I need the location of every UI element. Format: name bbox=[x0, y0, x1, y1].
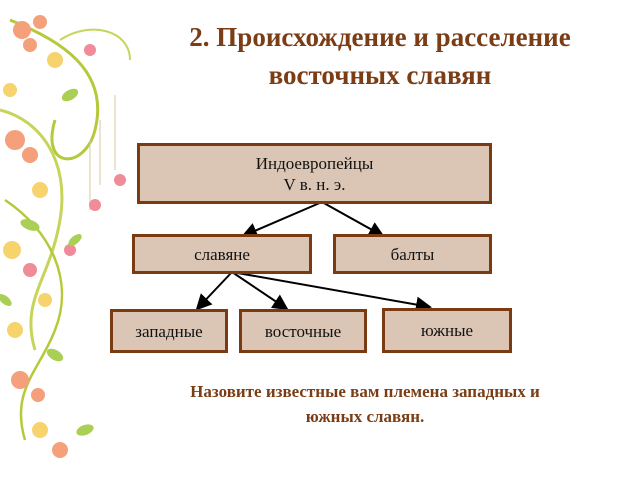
floral-decoration bbox=[0, 15, 131, 458]
node-indo-europeans: Индоевропейцы V в. н. э. bbox=[137, 143, 492, 204]
arrow-root-to-balts bbox=[321, 201, 385, 237]
node-eastern-slavs: восточные bbox=[239, 309, 367, 353]
node-slavs: славяне bbox=[132, 234, 312, 274]
arrow-slavs-to-eastern bbox=[231, 271, 289, 311]
node-indo-europeans-label: Индоевропейцы bbox=[255, 153, 374, 173]
node-southern-slavs-label: южные bbox=[420, 321, 474, 340]
node-southern-slavs: южные bbox=[382, 308, 512, 353]
node-slavs-label: славяне bbox=[194, 244, 250, 264]
node-western-slavs-label: западные bbox=[135, 321, 203, 341]
slide-title: 2. Происхождение и расселение восточных … bbox=[140, 18, 620, 94]
slide-title-line-2: восточных славян bbox=[268, 60, 492, 90]
question-line-1: Назовите известные вам племена западных … bbox=[190, 382, 540, 401]
node-western-slavs: западные bbox=[110, 309, 228, 353]
question-text: Назовите известные вам племена западных … bbox=[120, 379, 610, 429]
slide-title-line-1: 2. Происхождение и расселение bbox=[189, 22, 571, 52]
node-eastern-slavs-label: восточные bbox=[264, 321, 342, 341]
node-indo-europeans-date: V в. н. э. bbox=[283, 174, 346, 194]
arrow-slavs-to-western bbox=[195, 271, 233, 311]
arrow-root-to-slavs bbox=[241, 201, 323, 238]
node-balts: балты bbox=[333, 234, 492, 274]
arrow-slavs-to-southern bbox=[231, 271, 432, 313]
node-balts-label: балты bbox=[390, 244, 435, 264]
question-line-2: южных славян. bbox=[305, 407, 425, 426]
